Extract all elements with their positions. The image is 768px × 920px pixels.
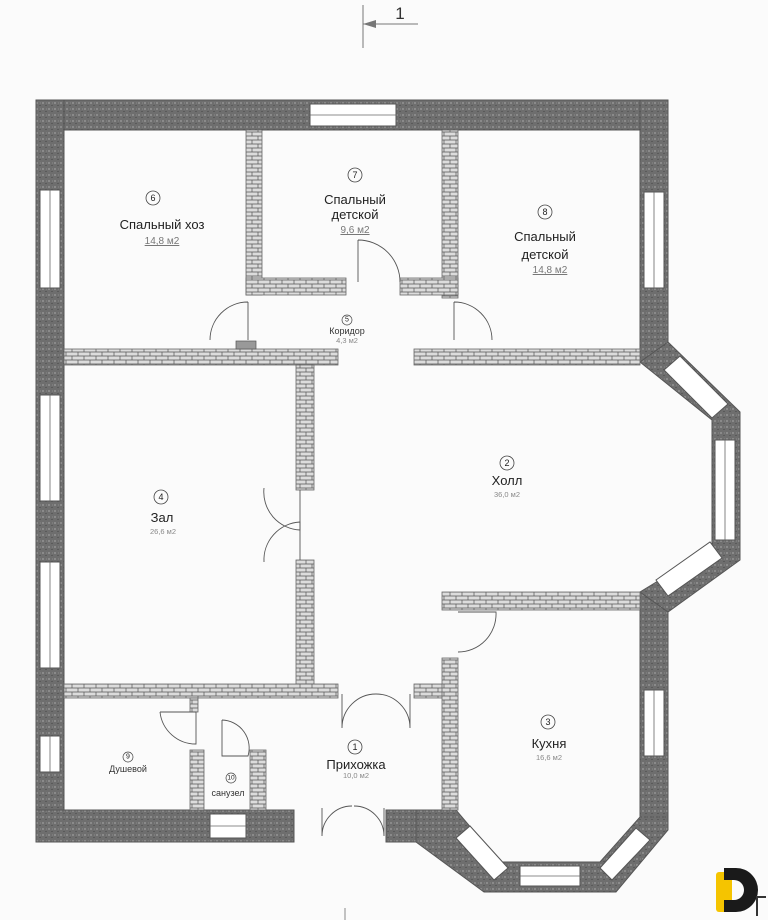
room-name: детской: [331, 207, 378, 222]
logo-icon: [716, 868, 766, 916]
svg-text:3: 3: [545, 717, 550, 727]
windows: [39, 103, 736, 887]
room-area: 10,0 м2: [343, 771, 369, 780]
room-name: детской: [521, 247, 568, 262]
room-name: Спальный хоз: [120, 217, 205, 232]
svg-text:5: 5: [345, 317, 349, 324]
room-name: Холл: [492, 473, 523, 488]
section-number: 1: [395, 4, 404, 23]
room-8: 8 Спальный детской 14,8 м2: [514, 204, 576, 276]
svg-text:1: 1: [352, 742, 357, 752]
svg-text:2: 2: [504, 458, 509, 468]
room-name: Кухня: [532, 736, 567, 751]
section-mark: 1: [362, 4, 418, 48]
room-9: 9 Душевой: [109, 751, 147, 774]
room-area: 14,8 м2: [533, 265, 568, 276]
svg-text:9: 9: [126, 754, 130, 761]
room-4: 4 Зал 26,6 м2: [150, 489, 176, 536]
room-2: 2 Холл 36,0 м2: [492, 455, 523, 499]
room-name: санузел: [212, 788, 245, 798]
svg-text:6: 6: [150, 193, 155, 203]
svg-text:8: 8: [542, 207, 547, 217]
room-3: 3 Кухня 16,6 м2: [532, 714, 567, 762]
room-name: Спальный: [324, 192, 386, 207]
room-name: Прихожка: [326, 757, 386, 772]
room-7: 7 Спальный детской 9,6 м2: [324, 167, 386, 236]
doors: [159, 239, 497, 837]
room-10: 10 санузел: [212, 772, 245, 798]
room-name: Спальный: [514, 229, 576, 244]
brick-walls: [63, 129, 641, 811]
room-name: Зал: [151, 510, 174, 525]
room-area: 14,8 м2: [145, 236, 180, 247]
room-name: Коридор: [329, 326, 365, 336]
room-name: Душевой: [109, 764, 147, 774]
room-1: 1 Прихожка 10,0 м2: [326, 739, 386, 780]
room-area: 36,0 м2: [494, 490, 520, 499]
svg-text:10: 10: [227, 775, 235, 782]
room-area: 4,3 м2: [336, 336, 358, 345]
room-area: 9,6 м2: [340, 225, 370, 236]
room-area: 26,6 м2: [150, 527, 176, 536]
room-area: 16,6 м2: [536, 753, 562, 762]
room-6: 6 Спальный хоз 14,8 м2: [120, 190, 205, 247]
svg-text:7: 7: [352, 170, 357, 180]
room-5: 5 Коридор 4,3 м2: [329, 314, 365, 345]
svg-text:4: 4: [158, 492, 163, 502]
